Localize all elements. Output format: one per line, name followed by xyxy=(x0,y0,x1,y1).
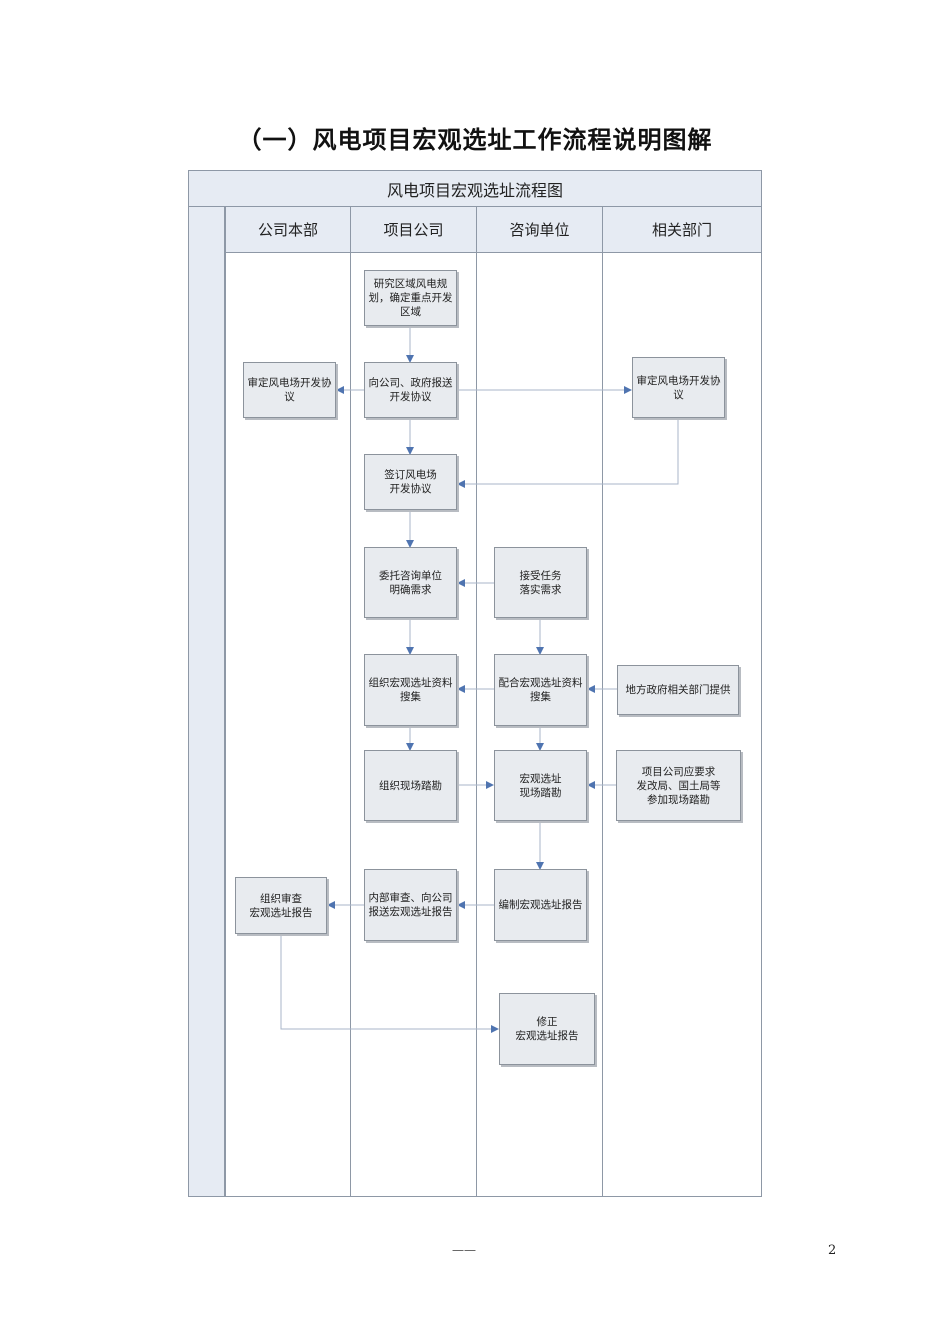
node-hq-review-report: 组织审查 宏观选址报告 xyxy=(235,877,327,934)
page-title: （一）风电项目宏观选址工作流程说明图解 xyxy=(237,125,713,154)
lane-related-departments xyxy=(602,252,762,1197)
flowchart-left-strip xyxy=(188,206,225,1197)
node-hq-review-agreement: 审定风电场开发协 议 xyxy=(243,362,336,418)
node-commission-consultant: 委托咨询单位 明确需求 xyxy=(364,547,457,618)
node-local-gov-provide: 地方政府相关部门提供 xyxy=(617,665,739,715)
lane-header-company-hq: 公司本部 xyxy=(225,206,351,253)
node-sign-agreement: 签订风电场 开发协议 xyxy=(364,454,457,510)
lane-header-consulting-unit: 咨询单位 xyxy=(476,206,603,253)
lane-header-project-company: 项目公司 xyxy=(350,206,477,253)
node-internal-review-report: 内部审查、向公司 报送宏观选址报告 xyxy=(364,869,457,941)
node-research-regional-plan: 研究区域风电规 划，确定重点开发 区域 xyxy=(364,270,457,326)
node-accept-task: 接受任务 落实需求 xyxy=(494,547,587,618)
lane-header-related-departments: 相关部门 xyxy=(602,206,762,253)
node-submit-agreement: 向公司、政府报送 开发协议 xyxy=(364,362,457,418)
node-agencies-join-survey: 项目公司应要求 发改局、国土局等 参加现场踏勘 xyxy=(616,750,741,821)
footer-mark: —— xyxy=(452,1243,476,1257)
node-assist-data-collection: 配合宏观选址资料 搜集 xyxy=(494,654,587,726)
node-dept-review-agreement: 审定风电场开发协 议 xyxy=(632,357,725,418)
node-organize-site-survey: 组织现场踏勘 xyxy=(364,750,457,821)
node-prepare-report: 编制宏观选址报告 xyxy=(494,869,587,941)
node-organize-data-collection: 组织宏观选址资料 搜集 xyxy=(364,654,457,726)
page-number: 2 xyxy=(828,1243,837,1258)
node-macro-site-survey: 宏观选址 现场踏勘 xyxy=(494,750,587,821)
node-revise-report: 修正 宏观选址报告 xyxy=(499,993,595,1065)
flowchart-title: 风电项目宏观选址流程图 xyxy=(188,170,762,207)
